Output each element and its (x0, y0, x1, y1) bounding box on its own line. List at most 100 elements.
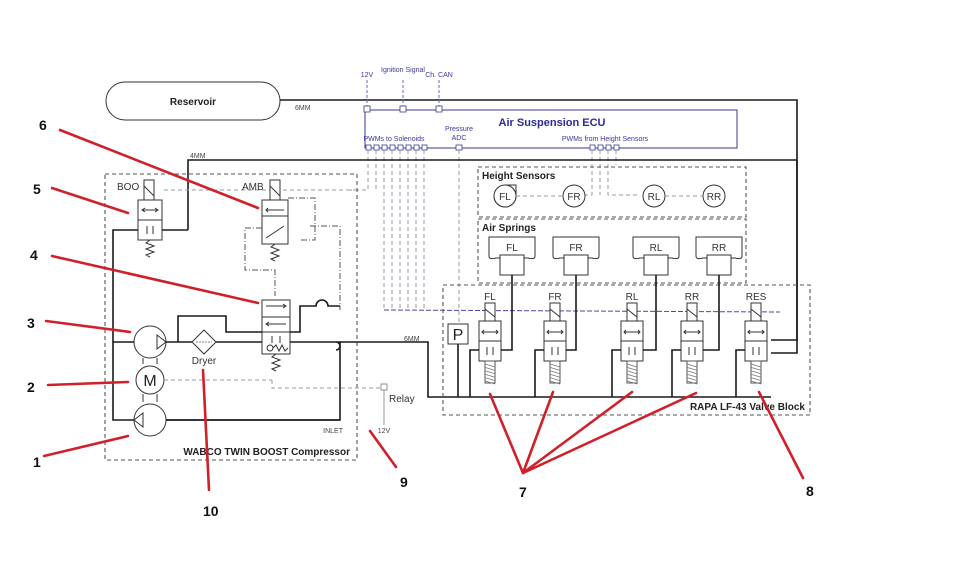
boo-valve: BOO (117, 179, 163, 258)
callout-line-5 (50, 186, 130, 215)
pin-can-icon (435, 105, 443, 113)
pipe-6mm-label: 6MM (404, 336, 420, 343)
ecu-input-12v: 12V (361, 72, 374, 79)
compressor-box (104, 173, 358, 461)
valve-block-title: RAPA LF-43 Valve Block (690, 402, 805, 413)
callout-line-10 (201, 368, 211, 492)
relay-label: Relay (389, 394, 415, 405)
callout-7: 7 (519, 484, 527, 500)
height-sensors-title: Height Sensors (482, 171, 556, 182)
solenoid-bus (383, 309, 781, 313)
reservoir-pipe-label: 6MM (295, 105, 311, 112)
callout-line-7d (521, 391, 698, 475)
callout-2: 2 (27, 379, 35, 395)
ecu-input-ignition: Ignition Signal (381, 67, 425, 74)
valve-fl: FL (469, 275, 513, 397)
pump-upper (133, 325, 167, 359)
pipe-4mm-label: 4MM (190, 153, 206, 160)
pressure-sensor: P (447, 323, 469, 397)
callout-line-3 (44, 319, 132, 334)
motor: M (135, 358, 165, 402)
valves: FL FR RL RR RES (469, 275, 768, 397)
ecu-input-can: Ch. CAN (425, 72, 453, 79)
boo-label: BOO (117, 182, 139, 193)
svg-text:RR: RR (712, 243, 726, 254)
callout-line-6 (58, 128, 260, 210)
callout-line-9 (368, 429, 398, 469)
valve-label: RL (626, 292, 639, 303)
air-springs-title: Air Springs (482, 223, 536, 234)
motor-label: M (143, 373, 156, 390)
dryer-label: Dryer (192, 356, 217, 367)
air-spring-rr: RR (695, 236, 743, 276)
valve-label: FR (548, 292, 561, 303)
callout-line-7c (521, 390, 634, 475)
pipe-4mm (187, 159, 797, 230)
callout-line-4 (50, 254, 260, 305)
svg-text:FL: FL (499, 192, 511, 203)
compressor-title: WABCO TWIN BOOST Compressor (183, 447, 350, 458)
callout-line-7a (488, 392, 525, 475)
pressure-adc-label-2: ADC (452, 135, 467, 142)
reservoir: Reservoir 6MM (105, 81, 311, 121)
valve-4 (261, 299, 291, 372)
air-springs-box (477, 218, 747, 284)
valve-rr: RR (671, 275, 720, 397)
dryer: Dryer (191, 329, 217, 367)
svg-text:RR: RR (707, 192, 721, 203)
callout-1: 1 (33, 454, 41, 470)
ecu-title: Air Suspension ECU (499, 117, 606, 129)
relay-voltage: 12V (378, 428, 391, 435)
valve-label: FL (484, 292, 496, 303)
height-sensor-rl: RL (642, 184, 666, 208)
air-spring-fr: FR (552, 236, 600, 276)
main-6mm-line (290, 341, 771, 398)
relay: Relay 12V (378, 383, 415, 435)
pin-pressure-icon (455, 144, 463, 151)
valve-block-box (442, 284, 811, 416)
callout-line-8 (757, 390, 805, 480)
callout-3: 3 (27, 315, 35, 331)
air-spring-rl: RL (632, 236, 680, 276)
solenoid-wires (348, 150, 640, 330)
callout-9: 9 (400, 474, 408, 490)
callout-lines (42, 128, 805, 492)
height-sensor-fl: FL (493, 184, 517, 208)
ecu: Air Suspension ECU 12V Ignition Signal C… (361, 67, 738, 151)
air-spring-fl: FL (488, 236, 536, 276)
callout-numbers: 1 2 3 4 5 6 7 8 9 10 (27, 117, 814, 519)
svg-text:RL: RL (648, 192, 661, 203)
pump-lower (133, 403, 167, 437)
callout-6: 6 (39, 117, 47, 133)
reservoir-label: Reservoir (170, 97, 216, 108)
pwm-sensors-label: PWMs from Height Sensors (562, 136, 649, 143)
svg-text:FL: FL (506, 243, 518, 254)
svg-text:RL: RL (650, 243, 663, 254)
callout-line-7b (521, 390, 555, 475)
valve-fr: FR (534, 275, 577, 397)
svg-text:P: P (453, 327, 464, 344)
amb-valve: AMB (242, 179, 289, 262)
callout-10: 10 (203, 503, 219, 519)
height-sensor-rr: RR (702, 184, 726, 208)
height-sensors-box (477, 166, 747, 218)
valve-label: RES (746, 292, 767, 303)
valve-rl: RL (611, 275, 657, 397)
pin-12v-icon (363, 105, 371, 113)
callout-line-2 (46, 380, 130, 387)
pressure-adc-label-1: Pressure (445, 126, 473, 133)
callout-line-1 (42, 434, 130, 458)
height-sensor-fr: FR (562, 184, 586, 208)
callout-4: 4 (30, 247, 38, 263)
pin-ignition-icon (399, 105, 407, 113)
callout-5: 5 (33, 181, 41, 197)
valve-res: RES (735, 292, 768, 397)
pwm-solenoids-label: PWMs to Solenoids (363, 136, 425, 143)
valve-label: RR (685, 292, 699, 303)
amb-label: AMB (242, 182, 264, 193)
inlet-label: INLET (323, 428, 344, 435)
callout-8: 8 (806, 483, 814, 499)
relay-icon (380, 383, 388, 391)
svg-text:FR: FR (569, 243, 582, 254)
